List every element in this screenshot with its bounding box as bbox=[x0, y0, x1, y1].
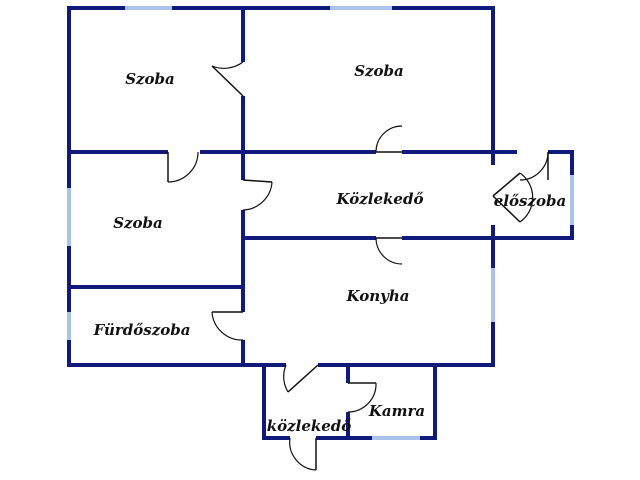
door-icon bbox=[492, 172, 534, 223]
windows bbox=[67, 6, 574, 440]
room-labels: Szoba Szoba Szoba Közlekedő előszoba Kon… bbox=[93, 62, 567, 435]
door-icon bbox=[283, 364, 319, 393]
room-label-eloszoba: előszoba bbox=[494, 192, 566, 210]
room-label-szoba-middle: Szoba bbox=[113, 214, 163, 232]
doors bbox=[167, 61, 549, 471]
room-label-furdoszoba: Fürdőszoba bbox=[93, 321, 191, 339]
door-icon bbox=[375, 125, 403, 153]
room-label-szoba-top-left: Szoba bbox=[125, 70, 175, 88]
door-icon bbox=[211, 61, 244, 97]
room-label-kozlekedo-small: közlekedő bbox=[267, 417, 352, 435]
door-icon bbox=[211, 311, 244, 341]
room-label-kamra: Kamra bbox=[368, 402, 425, 420]
door-icon bbox=[289, 437, 317, 471]
door-icon bbox=[242, 179, 273, 211]
room-label-kozlekedo: Közlekedő bbox=[336, 190, 424, 208]
door-icon bbox=[375, 237, 403, 265]
room-label-konyha: Konyha bbox=[346, 287, 410, 305]
room-label-szoba-top-right: Szoba bbox=[354, 62, 404, 80]
door-icon bbox=[167, 151, 199, 183]
door-icon bbox=[519, 151, 549, 181]
door-icon bbox=[347, 382, 377, 413]
